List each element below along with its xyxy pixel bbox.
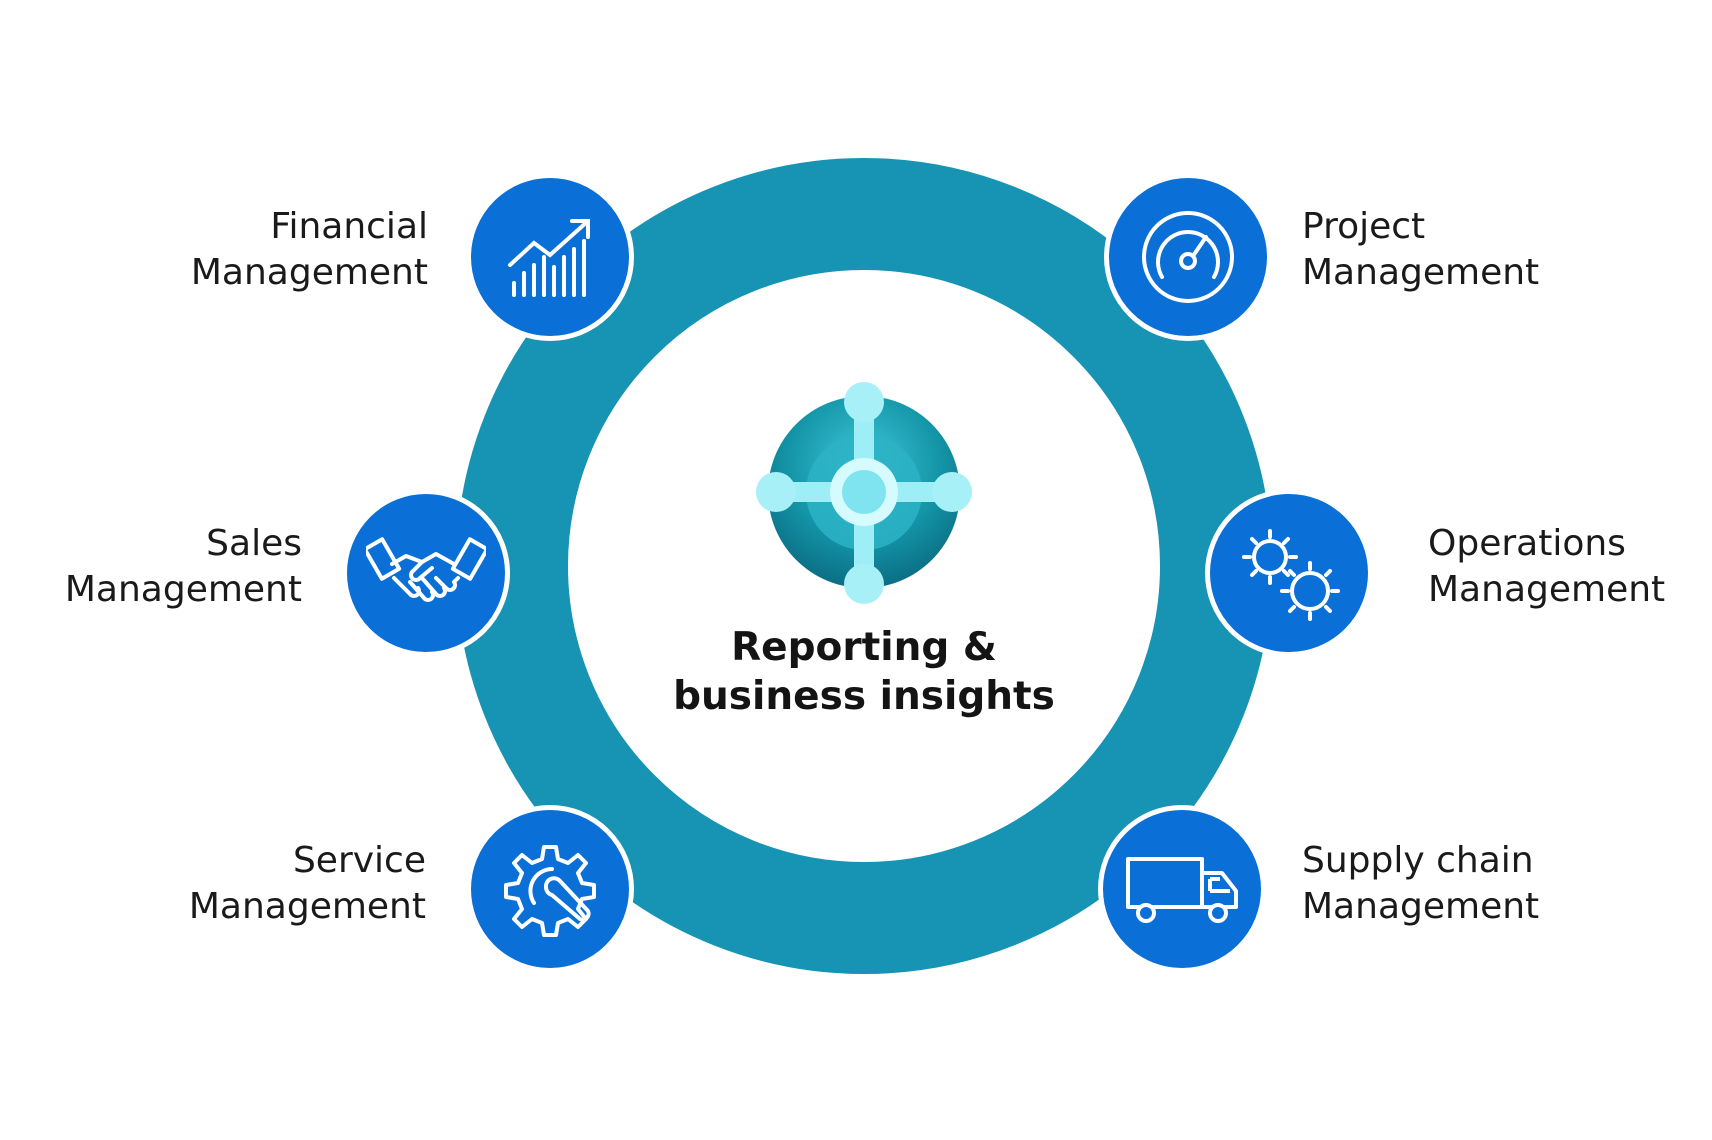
service-management-label: Service Management [189,838,426,930]
project-management-node[interactable] [1104,173,1272,341]
center-title-line1: Reporting & [731,625,997,670]
project-label-line2: Management [1302,252,1540,293]
operations-label-line1: Operations [1428,523,1626,564]
supply-label-line1: Supply chain [1302,840,1534,881]
service-management-node[interactable] [466,805,634,973]
project-label-line1: Project [1302,206,1426,247]
sales-management-node[interactable] [342,489,510,657]
financial-label-line2: Management [190,252,428,293]
operations-management-label: Operations Management [1428,521,1665,613]
gears-icon [1242,529,1340,621]
service-label-line2: Management [188,886,426,927]
wrench-gear-icon [504,845,596,937]
center-title: Reporting & business insights [664,623,1064,721]
financial-management-label: Financial Management [191,204,428,296]
service-label-line1: Service [292,840,426,881]
financial-label-line1: Financial [270,206,428,247]
supply-label-line2: Management [1302,886,1540,927]
truck-icon [1126,857,1238,923]
operations-label-line2: Management [1428,569,1666,610]
project-management-label: Project Management [1302,204,1539,296]
sales-label-line1: Sales [206,523,302,564]
handshake-icon [366,537,486,602]
center-title-line2: business insights [673,674,1055,719]
supply-chain-management-label: Supply chain Management [1302,838,1539,930]
sales-label-line2: Management [64,569,302,610]
growth-chart-icon [508,219,590,297]
supply-chain-management-node[interactable] [1098,805,1266,973]
gauge-icon [1142,211,1234,303]
operations-management-node[interactable] [1205,489,1373,657]
business-central-logo-icon [756,382,972,604]
financial-management-node[interactable] [466,173,634,341]
sales-management-label: Sales Management [65,521,302,613]
